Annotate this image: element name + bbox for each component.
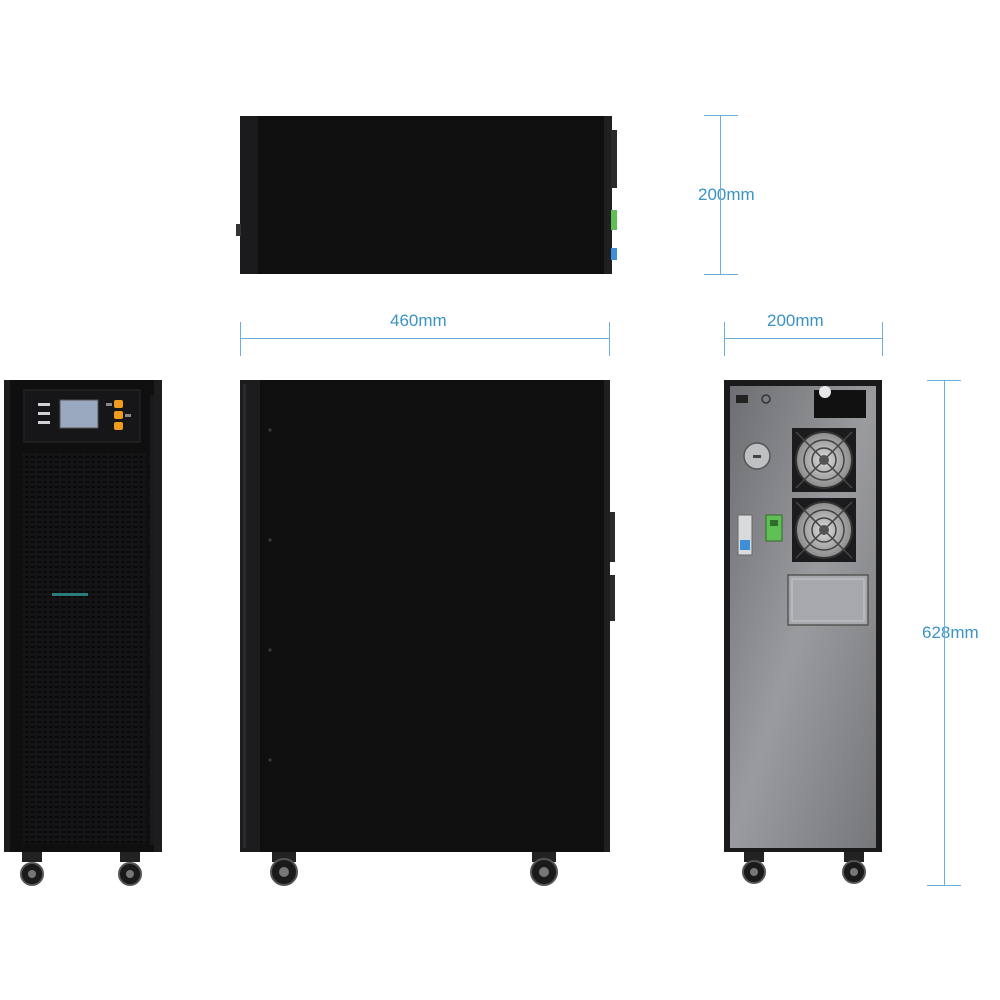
top-depth-line [720,115,721,275]
rear-left-caster [742,852,766,884]
width-label: 200mm [767,311,824,330]
rear-right-caster [842,852,866,884]
top-depth-label: 200mm [698,185,755,204]
front-view [4,380,162,886]
height-tick-top [927,380,961,381]
width-tick-left [724,322,725,356]
height-line [944,380,945,886]
top-depth-tick-top [704,115,738,116]
side-right-caster [530,852,558,886]
top-depth-tick-bottom [704,274,738,275]
side-depth-tick-right [609,322,610,356]
front-right-caster [118,852,142,886]
width-tick-right [882,322,883,356]
height-tick-bottom [927,885,961,886]
side-left-caster [270,852,298,886]
top-view [236,116,617,274]
upper-fan-icon [792,428,856,492]
lower-fan-icon [792,498,856,562]
side-view [240,380,615,886]
side-depth-line [240,338,610,339]
side-depth-tick-left [240,322,241,356]
front-left-caster [20,852,44,886]
rear-view [724,380,882,884]
height-label: 628mm [922,623,979,642]
side-depth-label: 460mm [390,311,447,330]
width-line [724,338,883,339]
